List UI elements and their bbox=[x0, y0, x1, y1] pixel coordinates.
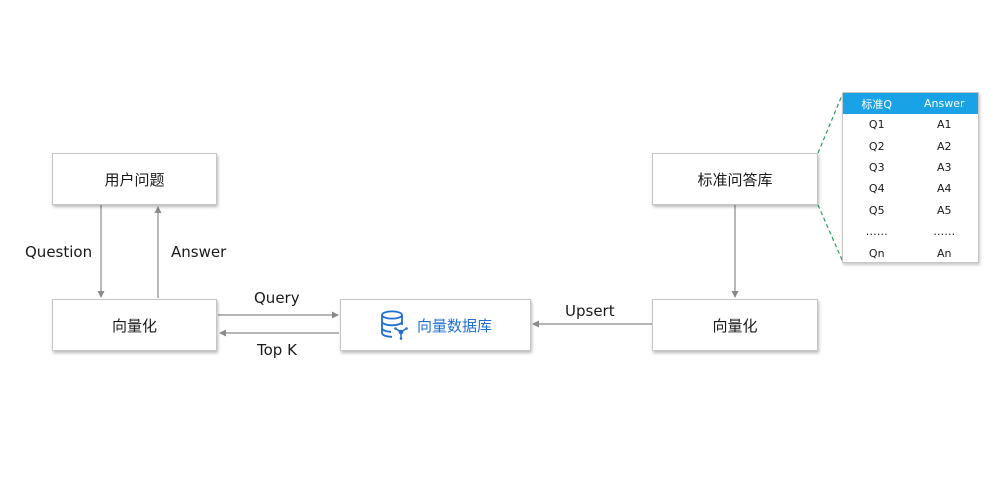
table-cell-answer: …… bbox=[933, 225, 956, 239]
vector-db-label: 向量数据库 bbox=[416, 316, 492, 335]
table-row: Q1 A1 bbox=[843, 114, 978, 135]
user-question-node: 用户问题 bbox=[52, 153, 217, 205]
table-cell-question: Q1 bbox=[868, 118, 885, 132]
standard-qa-base-node: 标准问答库 bbox=[652, 153, 818, 205]
table-cell-answer: A2 bbox=[936, 139, 952, 153]
table-cell-question: …… bbox=[865, 225, 888, 239]
table-cell-answer: A5 bbox=[936, 203, 952, 217]
query-edge-label: Query bbox=[254, 289, 300, 307]
table-row: Q5 A5 bbox=[843, 200, 978, 221]
vectorize-right-node: 向量化 bbox=[652, 299, 818, 351]
vector-db-node: 向量数据库 bbox=[340, 299, 531, 351]
user-question-label: 用户问题 bbox=[104, 170, 165, 189]
table-row: Q4 A4 bbox=[843, 178, 978, 199]
table-row: …… …… bbox=[843, 221, 978, 242]
zoom-connector-bottom bbox=[817, 204, 844, 263]
upsert-edge-label: Upsert bbox=[565, 302, 615, 320]
table-cell-answer: A3 bbox=[936, 160, 952, 174]
table-header-question: 标准Q bbox=[861, 97, 893, 111]
answer-edge-label: Answer bbox=[171, 243, 227, 261]
table-cell-question: Q3 bbox=[868, 160, 885, 174]
vectorize-right-label: 向量化 bbox=[712, 316, 758, 335]
topk-edge-label: Top K bbox=[257, 341, 297, 359]
table-row: Qn An bbox=[843, 242, 978, 263]
table-cell-question: Qn bbox=[868, 246, 885, 260]
table-row: Q3 A3 bbox=[843, 157, 978, 178]
zoom-connector-top bbox=[817, 92, 844, 154]
vectorize-left-node: 向量化 bbox=[52, 299, 217, 351]
standard-qa-base-label: 标准问答库 bbox=[697, 170, 773, 189]
table-cell-question: Q5 bbox=[868, 203, 885, 217]
database-icon bbox=[381, 310, 408, 340]
question-edge-label: Question bbox=[25, 243, 93, 261]
table-cell-answer: A4 bbox=[936, 182, 952, 196]
table-header-answer: Answer bbox=[923, 97, 965, 110]
table-cell-answer: An bbox=[937, 246, 952, 260]
table-cell-question: Q2 bbox=[868, 139, 885, 153]
table-row: Q2 A2 bbox=[843, 135, 978, 156]
table-cell-question: Q4 bbox=[868, 182, 885, 196]
table-cell-answer: A1 bbox=[936, 118, 952, 132]
vectorize-left-label: 向量化 bbox=[111, 316, 157, 335]
standard-qa-table: 标准Q Answer Q1 A1 Q2 A2 Q3 A3 Q4 A4 Q5 A5… bbox=[842, 92, 979, 263]
table-header: 标准Q Answer bbox=[843, 93, 978, 114]
